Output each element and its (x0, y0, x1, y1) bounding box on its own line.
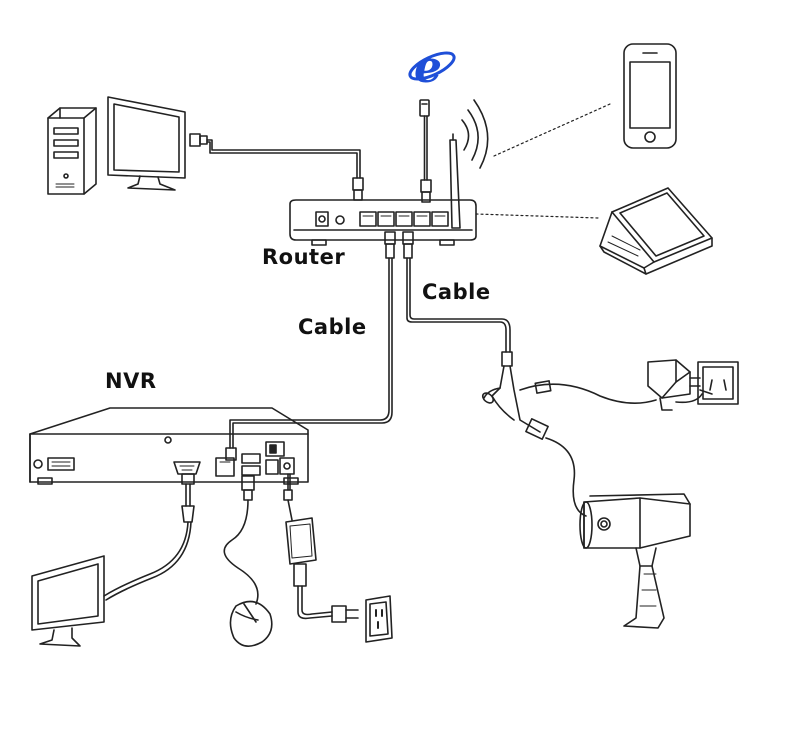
wifi-link-phone (493, 103, 611, 157)
cable-router-nvr (225, 231, 396, 461)
vga-cable (103, 473, 195, 601)
nvr-power-cable (283, 473, 359, 623)
power-outlet-icon (365, 595, 393, 643)
internet-cable (419, 99, 432, 203)
internet-explorer-icon: e (408, 42, 456, 93)
nvr-label: NVR (105, 369, 157, 393)
camera-power-adapter (647, 359, 701, 411)
svg-text:e: e (414, 42, 442, 93)
smartphone-icon (623, 43, 677, 149)
nvr-device (29, 407, 309, 485)
wifi-link-laptop (475, 213, 599, 219)
router-device (289, 99, 489, 246)
bullet-camera-icon (579, 493, 691, 629)
mouse-icon (229, 600, 273, 647)
power-outlet-icon (675, 361, 739, 405)
monitor-icon (31, 555, 105, 647)
laptop-icon (599, 187, 713, 275)
desktop-pc-icon (47, 96, 364, 201)
usb-mouse-cable (223, 475, 259, 605)
cable-label-nvr: Cable (298, 315, 367, 339)
cable-router-camera (402, 231, 657, 517)
cable-label-camera: Cable (422, 280, 491, 304)
router-label: Router (262, 245, 346, 269)
